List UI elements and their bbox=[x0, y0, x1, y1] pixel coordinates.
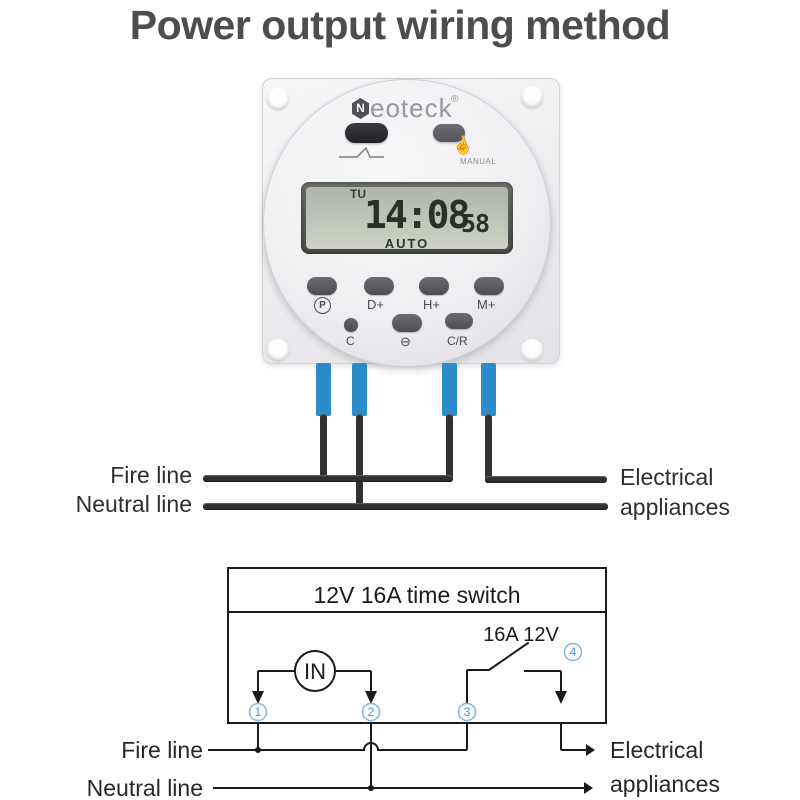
p-button bbox=[307, 277, 337, 295]
schematic-title: 12V 16A time switch bbox=[313, 582, 520, 608]
terminal-connector-3 bbox=[442, 363, 457, 416]
hour-plus-label: H+ bbox=[423, 297, 440, 312]
junction-dot-fire bbox=[255, 747, 261, 753]
wire-neutral-horizontal bbox=[203, 503, 608, 510]
clock-icon: ⊖ bbox=[400, 334, 411, 349]
terminal-connector-4 bbox=[481, 363, 496, 416]
terminal-badge-3 bbox=[457, 702, 477, 722]
terminal-connector-1 bbox=[316, 363, 331, 416]
wire-terminal4 bbox=[485, 414, 492, 483]
lcd-day: TU bbox=[350, 187, 366, 201]
schematic-neutral-label: Neutral line bbox=[87, 775, 203, 800]
lcd-seconds: 58 bbox=[461, 209, 490, 238]
schematic-appliances-line2: appliances bbox=[610, 771, 720, 797]
wire-output-horizontal bbox=[485, 476, 607, 483]
hour-plus-button bbox=[419, 277, 449, 295]
pulse-waveform-icon bbox=[339, 146, 384, 158]
day-plus-label: D+ bbox=[367, 297, 384, 312]
terminal-number-3: 3 bbox=[464, 705, 471, 719]
lcd-mode: AUTO bbox=[384, 236, 430, 251]
cr-button bbox=[445, 313, 473, 329]
switch-rating-label: 16A 12V bbox=[483, 624, 559, 646]
wire-terminal1 bbox=[320, 414, 327, 482]
wire-terminal3 bbox=[446, 414, 453, 482]
terminal-badge-1 bbox=[248, 702, 268, 722]
wire-fire-horizontal bbox=[203, 475, 453, 482]
day-plus-button bbox=[364, 277, 394, 295]
terminal-badge-4 bbox=[563, 642, 583, 662]
arrow-right-neutral-out bbox=[584, 782, 593, 794]
program-toggle-button bbox=[345, 123, 388, 143]
terminal-badge-2 bbox=[361, 702, 381, 722]
manual-button bbox=[433, 124, 465, 142]
electrical-appliances-line2: appliances bbox=[620, 494, 730, 520]
arrow-right-fire-out bbox=[586, 744, 595, 756]
schematic-appliances-line1: Electrical bbox=[610, 737, 703, 763]
fire-line-label: Fire line bbox=[110, 462, 192, 488]
schematic-fire-wire bbox=[208, 742, 467, 751]
p-button-label: P bbox=[314, 297, 331, 314]
brand-name: eoteck bbox=[370, 93, 453, 123]
schematic-box bbox=[227, 567, 607, 724]
arrow-down-terminal2 bbox=[365, 691, 377, 704]
junction-dot-neutral bbox=[368, 785, 374, 791]
electrical-appliances-line1: Electrical bbox=[620, 464, 714, 490]
minute-plus-label: M+ bbox=[477, 297, 496, 312]
page-title: Power output wiring method bbox=[129, 2, 671, 48]
cr-button-label: C/R bbox=[447, 334, 468, 348]
screw-hole bbox=[267, 88, 289, 110]
minute-plus-button bbox=[474, 277, 504, 295]
arrow-down-terminal4 bbox=[555, 691, 567, 704]
arrow-down-terminal1 bbox=[252, 691, 264, 704]
wiring-schematic: 1 2 3 4 12V 16A time switch 16A 12V IN F… bbox=[87, 567, 720, 800]
screw-hole bbox=[521, 339, 543, 361]
screw-hole bbox=[521, 86, 543, 108]
electrical-appliances-label: Electrical appliances bbox=[620, 462, 730, 522]
schematic-fire-label: Fire line bbox=[121, 737, 203, 763]
wire-terminal2 bbox=[356, 414, 363, 510]
c-button bbox=[344, 318, 358, 332]
manual-label: MANUAL bbox=[460, 157, 497, 166]
brand-hexagon-icon: N bbox=[352, 98, 369, 119]
clock-button bbox=[392, 314, 422, 332]
lcd-screen bbox=[306, 187, 508, 249]
terminal-connector-2 bbox=[352, 363, 367, 416]
in-label: IN bbox=[304, 659, 326, 684]
terminal-number-2: 2 bbox=[368, 705, 375, 719]
c-button-label: C bbox=[346, 334, 355, 348]
terminal-number-4: 4 bbox=[570, 645, 577, 659]
lcd-time: 14:08 bbox=[364, 193, 470, 237]
neutral-line-label: Neutral line bbox=[75, 491, 192, 517]
screw-hole bbox=[267, 339, 289, 361]
registered-mark: ® bbox=[451, 94, 459, 105]
terminal-number-1: 1 bbox=[255, 705, 262, 719]
